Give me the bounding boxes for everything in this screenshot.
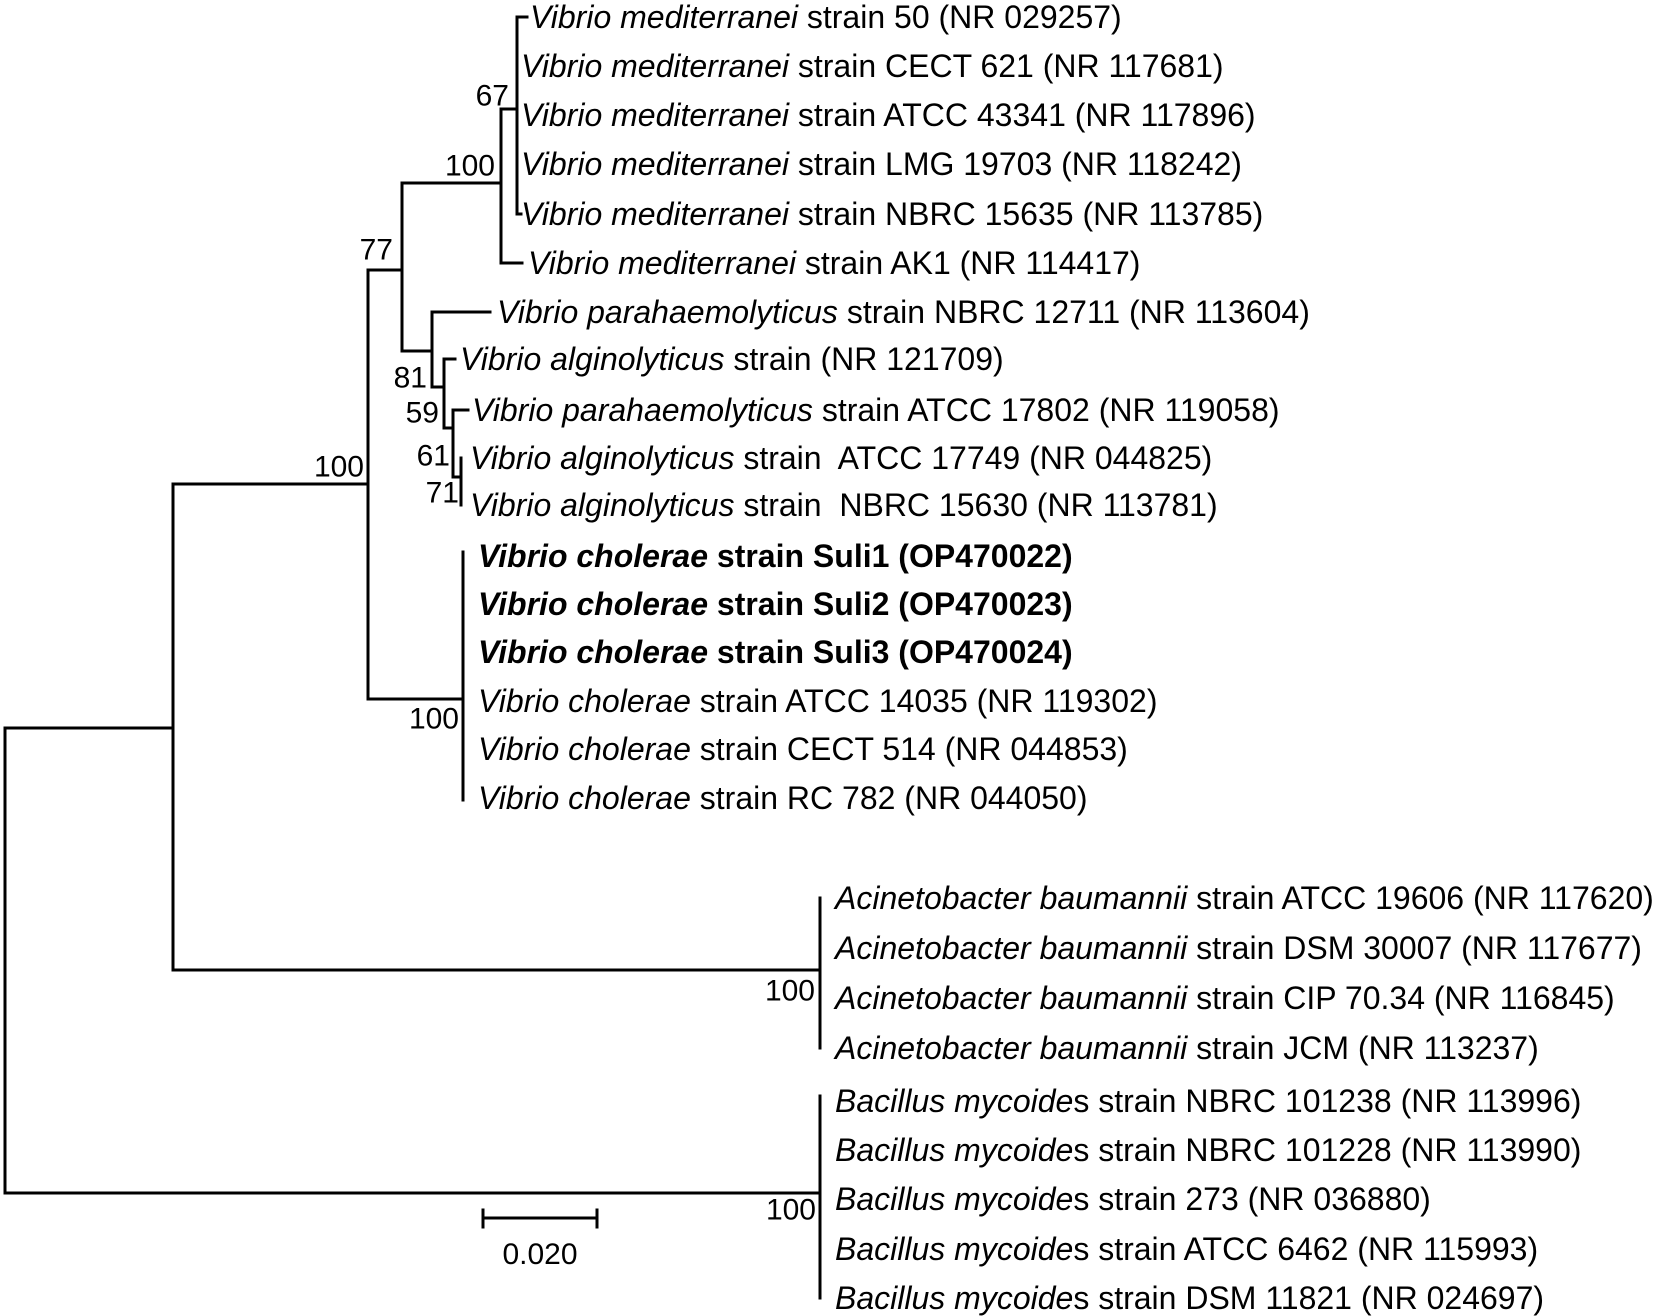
taxon-label: Vibrio mediterranei strain ATCC 43341 (N… — [521, 97, 1256, 133]
taxon-strain-info: strain Suli1 (OP470022) — [708, 538, 1073, 574]
taxon-strain-info: strain AK1 (NR 114417) — [796, 245, 1140, 281]
bootstrap-labels: 67 100 77 81 59 61 71 100 100 100 100 — [314, 80, 816, 1227]
taxon-sci-name: Vibrio parahaemolyticus — [472, 392, 813, 428]
taxon-label: Vibrio mediterranei strain NBRC 15635 (N… — [521, 196, 1263, 232]
tree-branches — [3, 15, 822, 1300]
taxon-strain-info: strain RC 782 (NR 044050) — [691, 780, 1088, 816]
taxon-label: Bacillus mycoides strain NBRC 101238 (NR… — [835, 1083, 1581, 1119]
taxon-sci-name: Bacillus mycoide — [835, 1280, 1073, 1316]
taxon-label: Vibrio alginolyticus strain (NR 121709) — [460, 341, 1004, 377]
taxon-strain-info: strain ATCC 14035 (NR 119302) — [691, 683, 1158, 719]
taxon-strain-info: strain CECT 621 (NR 117681) — [789, 48, 1224, 84]
taxon-label: Vibrio parahaemolyticus strain ATCC 1780… — [472, 392, 1280, 428]
taxon-sci-name: Acinetobacter baumannii — [833, 880, 1188, 916]
taxon-strain-info: s strain 273 (NR 036880) — [1073, 1181, 1431, 1217]
taxon-strain-info: strain CECT 514 (NR 044853) — [691, 731, 1128, 767]
taxon-sci-name: Acinetobacter baumannii — [833, 930, 1188, 966]
taxon-strain-info: strain Suli2 (OP470023) — [708, 586, 1073, 622]
taxon-strain-info: strain 50 (NR 029257) — [798, 0, 1122, 35]
bootstrap-61: 61 — [417, 440, 450, 473]
taxon-sci-name: Vibrio cholerae — [478, 634, 708, 670]
taxon-label: Vibrio mediterranei strain 50 (NR 029257… — [530, 0, 1122, 35]
taxon-strain-info: strain ATCC 19606 (NR 117620) — [1187, 880, 1653, 916]
taxon-sci-name: Vibrio mediterranei — [530, 0, 799, 35]
bootstrap-100-acin: 100 — [765, 975, 815, 1008]
bootstrap-77: 77 — [360, 234, 393, 267]
taxon-label: Bacillus mycoides strain 273 (NR 036880) — [835, 1181, 1431, 1217]
taxon-labels: Vibrio mediterranei strain 50 (NR 029257… — [460, 0, 1653, 1316]
taxon-strain-info: strain DSM 30007 (NR 117677) — [1187, 930, 1642, 966]
taxon-label: Vibrio mediterranei strain CECT 621 (NR … — [521, 48, 1224, 84]
taxon-sci-name: Acinetobacter baumannii — [833, 1030, 1188, 1066]
taxon-strain-info: strain JCM (NR 113237) — [1187, 1030, 1539, 1066]
taxon-sci-name: Vibrio cholerae — [478, 586, 708, 622]
taxon-label: Vibrio cholerae strain ATCC 14035 (NR 11… — [478, 683, 1157, 719]
taxon-sci-name: Vibrio alginolyticus — [460, 341, 724, 377]
taxon-label: Vibrio mediterranei strain AK1 (NR 11441… — [528, 245, 1140, 281]
taxon-label: Bacillus mycoides strain ATCC 6462 (NR 1… — [835, 1231, 1538, 1267]
taxon-sci-name: Vibrio mediterranei — [521, 97, 790, 133]
taxon-label: Acinetobacter baumannii strain JCM (NR 1… — [833, 1030, 1539, 1066]
taxon-sci-name: Vibrio alginolyticus — [470, 487, 734, 523]
taxon-label: Acinetobacter baumannii strain DSM 30007… — [833, 930, 1642, 966]
taxon-strain-info: strain (NR 121709) — [724, 341, 1003, 377]
scale-bar: 0.020 — [481, 1208, 599, 1271]
taxon-sci-name: Bacillus mycoide — [835, 1231, 1073, 1267]
taxon-sci-name: Vibrio mediterranei — [521, 196, 790, 232]
taxon-sci-name: Vibrio cholerae — [478, 538, 708, 574]
taxon-strain-info: strain Suli3 (OP470024) — [708, 634, 1073, 670]
taxon-label: Vibrio cholerae strain CECT 514 (NR 0448… — [478, 731, 1128, 767]
taxon-label: Acinetobacter baumannii strain ATCC 1960… — [833, 880, 1653, 916]
taxon-strain-info: strain ATCC 17749 (NR 044825) — [734, 440, 1212, 476]
bootstrap-100-bac: 100 — [766, 1194, 816, 1227]
scale-bar-label: 0.020 — [502, 1238, 577, 1271]
bootstrap-100-med: 100 — [445, 150, 495, 183]
taxon-sci-name: Acinetobacter baumannii — [833, 980, 1188, 1016]
taxon-strain-info: strain NBRC 12711 (NR 113604) — [838, 294, 1310, 330]
taxon-sci-name: Bacillus mycoide — [835, 1181, 1073, 1217]
taxon-label-highlight: Vibrio cholerae strain Suli2 (OP470023) — [478, 586, 1073, 622]
bootstrap-67: 67 — [476, 80, 509, 113]
taxon-sci-name: Vibrio mediterranei — [528, 245, 797, 281]
taxon-sci-name: Vibrio cholerae — [478, 683, 691, 719]
taxon-sci-name: Vibrio cholerae — [478, 780, 691, 816]
scale-bar-line — [481, 1208, 599, 1229]
bootstrap-81: 81 — [394, 362, 427, 395]
taxon-label: Acinetobacter baumannii strain CIP 70.34… — [833, 980, 1615, 1016]
taxon-label: Vibrio alginolyticus strain NBRC 15630 (… — [470, 487, 1218, 523]
taxon-label-highlight: Vibrio cholerae strain Suli3 (OP470024) — [478, 634, 1073, 670]
taxon-strain-info: strain ATCC 43341 (NR 117896) — [789, 97, 1256, 133]
taxon-strain-info: s strain DSM 11821 (NR 024697) — [1073, 1280, 1544, 1316]
bootstrap-100-core: 100 — [314, 451, 364, 484]
bootstrap-59: 59 — [406, 397, 439, 430]
bootstrap-100-chol: 100 — [409, 703, 459, 736]
taxon-sci-name: Vibrio cholerae — [478, 731, 691, 767]
taxon-sci-name: Vibrio parahaemolyticus — [497, 294, 838, 330]
taxon-label: Vibrio parahaemolyticus strain NBRC 1271… — [497, 294, 1310, 330]
taxon-strain-info: strain NBRC 15630 (NR 113781) — [734, 487, 1217, 523]
taxon-sci-name: Vibrio mediterranei — [521, 48, 790, 84]
taxon-sci-name: Vibrio mediterranei — [521, 146, 790, 182]
taxon-strain-info: strain NBRC 15635 (NR 113785) — [789, 196, 1263, 232]
taxon-label: Vibrio alginolyticus strain ATCC 17749 (… — [470, 440, 1212, 476]
taxon-strain-info: strain CIP 70.34 (NR 116845) — [1187, 980, 1614, 1016]
taxon-label: Bacillus mycoides strain NBRC 101228 (NR… — [835, 1132, 1581, 1168]
taxon-label: Bacillus mycoides strain DSM 11821 (NR 0… — [835, 1280, 1544, 1316]
taxon-sci-name: Bacillus mycoide — [835, 1083, 1073, 1119]
taxon-strain-info: s strain NBRC 101238 (NR 113996) — [1073, 1083, 1581, 1119]
taxon-strain-info: s strain NBRC 101228 (NR 113990) — [1073, 1132, 1581, 1168]
taxon-strain-info: strain ATCC 17802 (NR 119058) — [813, 392, 1280, 428]
taxon-label: Vibrio cholerae strain RC 782 (NR 044050… — [478, 780, 1088, 816]
bootstrap-71: 71 — [426, 477, 459, 510]
taxon-label-highlight: Vibrio cholerae strain Suli1 (OP470022) — [478, 538, 1073, 574]
taxon-label: Vibrio mediterranei strain LMG 19703 (NR… — [521, 146, 1242, 182]
taxon-strain-info: s strain ATCC 6462 (NR 115993) — [1073, 1231, 1538, 1267]
taxon-sci-name: Vibrio alginolyticus — [470, 440, 734, 476]
taxon-strain-info: strain LMG 19703 (NR 118242) — [789, 146, 1242, 182]
taxon-sci-name: Bacillus mycoide — [835, 1132, 1073, 1168]
